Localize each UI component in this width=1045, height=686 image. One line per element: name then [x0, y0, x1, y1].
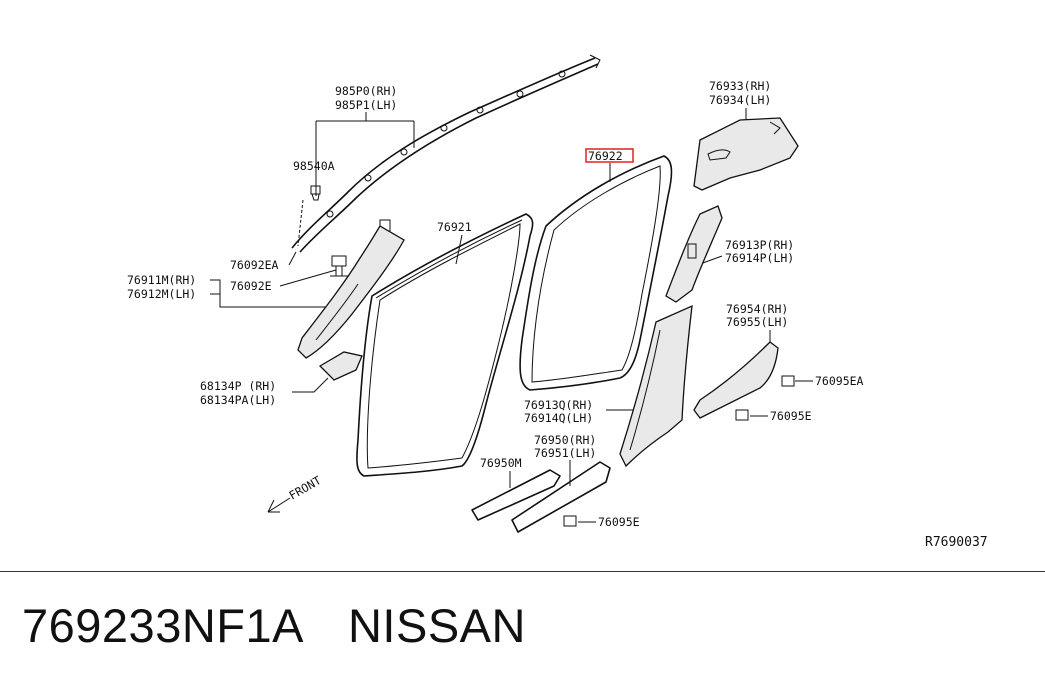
clip-76092e	[330, 255, 348, 277]
clip-76095ea	[781, 375, 795, 387]
clip-76095e-b	[563, 515, 577, 527]
curtain-airbag	[291, 54, 601, 253]
label-center-upper-lh: 76914P(LH)	[725, 251, 794, 265]
label-76095e-a: 76095E	[770, 409, 812, 423]
clip-98540a	[310, 185, 321, 201]
label-bracket-rh: 68134P (RH)	[200, 379, 276, 393]
parts-diagram: 985P0(RH) 985P1(LH) 98540A 76092EA 76092…	[127, 54, 988, 550]
rear-weatherstrip	[519, 155, 673, 391]
front-arrow-icon: FRONT	[267, 473, 324, 513]
brand-name: NISSAN	[347, 599, 526, 652]
label-76095e-b: 76095E	[598, 515, 640, 529]
label-rear-lower-rh: 76954(RH)	[726, 302, 788, 316]
label-center-lower-lh: 76914Q(LH)	[524, 411, 593, 425]
front-label: FRONT	[287, 473, 324, 502]
label-center-upper-rh: 76913P(RH)	[725, 238, 794, 252]
label-airbag-rh: 985P0(RH)	[335, 84, 397, 98]
label-kick-front: 76950M	[480, 456, 522, 470]
label-76921: 76921	[437, 220, 472, 234]
diagram-reference: R7690037	[925, 535, 988, 550]
footer: 769233NF1A NISSAN	[22, 598, 526, 653]
label-pillar-lh: 76912M(LH)	[127, 287, 196, 301]
front-weatherstrip	[356, 213, 534, 477]
front-kicking-plate	[471, 469, 561, 521]
label-rear-lower-lh: 76955(LH)	[726, 315, 788, 329]
label-98540a: 98540A	[293, 159, 335, 173]
label-76922: 76922	[588, 149, 623, 163]
rear-kicking-plate	[511, 461, 611, 533]
label-76095ea: 76095EA	[815, 374, 864, 388]
label-bracket-lh: 68134PA(LH)	[200, 393, 276, 407]
label-kick-rh: 76950(RH)	[534, 433, 596, 447]
part-number: 769233NF1A	[22, 599, 304, 652]
label-pillar-rh: 76911M(RH)	[127, 273, 196, 287]
label-rear-upper-lh: 76934(LH)	[709, 93, 771, 107]
highlight-box	[585, 148, 634, 163]
label-76092e: 76092E	[230, 279, 272, 293]
label-airbag-lh: 985P1(LH)	[335, 98, 397, 112]
rear-upper-pillar-garnish	[693, 117, 799, 191]
label-center-lower-rh: 76913Q(RH)	[524, 398, 593, 412]
clip-76095e-a	[735, 409, 749, 421]
center-upper-pillar-garnish	[665, 205, 723, 303]
label-rear-upper-rh: 76933(RH)	[709, 79, 771, 93]
footer-divider	[0, 571, 1045, 572]
bracket-68134p	[318, 351, 363, 381]
label-76092ea: 76092EA	[230, 258, 279, 272]
center-lower-pillar-garnish	[619, 304, 693, 468]
front-pillar-garnish	[297, 225, 405, 359]
label-kick-lh: 76951(LH)	[534, 446, 596, 460]
rear-lower-garnish	[693, 341, 779, 419]
